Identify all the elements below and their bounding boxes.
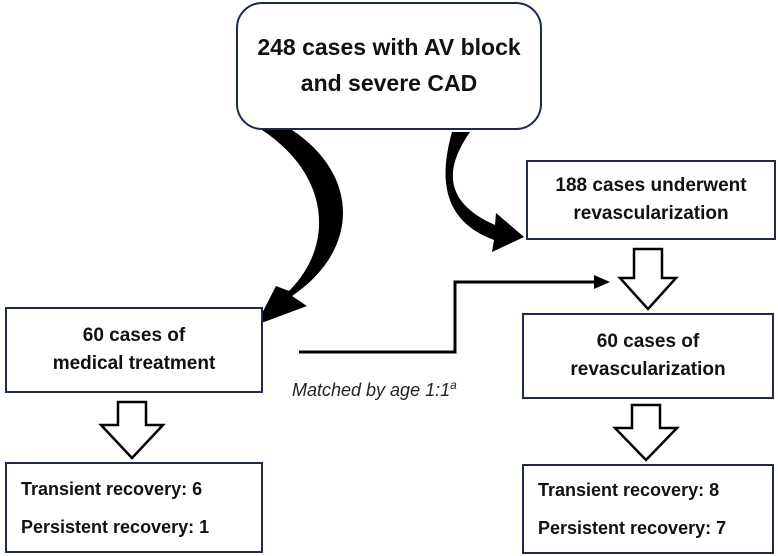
medical-treatment-line2: medical treatment xyxy=(52,353,216,374)
medical-treatment-line1: 60 cases of xyxy=(82,325,186,347)
matching-label-footnote: a xyxy=(450,378,457,392)
matching-connector-arrowhead xyxy=(594,275,610,289)
hollow-arrow-revasc-outcome xyxy=(612,403,680,462)
matching-label: Matched by age 1:1a xyxy=(292,378,457,401)
revascularization-persistent-recovery: Persistent recovery: 7 xyxy=(538,518,727,538)
curved-arrow-to-medical xyxy=(256,130,343,325)
medical-treatment-node: 60 cases of medical treatment xyxy=(5,307,263,393)
hollow-arrow-medical xyxy=(98,400,166,460)
total-cases-line2: and severe CAD xyxy=(300,70,478,96)
total-cases-line1: 248 cases with AV block xyxy=(257,34,521,61)
revascularization-transient-recovery: Transient recovery: 8 xyxy=(538,480,720,500)
curved-arrow-to-revasc-all xyxy=(445,132,524,252)
matching-connector-line xyxy=(299,280,596,354)
revascularization-matched-node: 60 cases of revascularization xyxy=(522,313,774,399)
revascularization-matched-line2: revascularization xyxy=(570,359,726,380)
revascularization-total-line2: revascularization xyxy=(573,203,729,224)
medical-outcome-node: Transient recovery: 6 Persistent recover… xyxy=(5,462,263,553)
medical-transient-recovery: Transient recovery: 6 xyxy=(21,478,203,499)
hollow-arrow-revasc xyxy=(617,247,679,311)
medical-persistent-recovery: Persistent recovery: 1 xyxy=(21,516,210,537)
matching-label-text: Matched by age 1:1 xyxy=(292,380,451,400)
revascularization-outcome-node: Transient recovery: 8 Persistent recover… xyxy=(522,464,774,554)
revascularization-total-line1: 188 cases underwent xyxy=(555,175,747,197)
revascularization-total-node: 188 cases underwent revascularization xyxy=(526,160,776,240)
total-cases-node: 248 cases with AV block and severe CAD xyxy=(236,2,542,130)
revascularization-matched-line1: 60 cases of xyxy=(596,331,700,353)
